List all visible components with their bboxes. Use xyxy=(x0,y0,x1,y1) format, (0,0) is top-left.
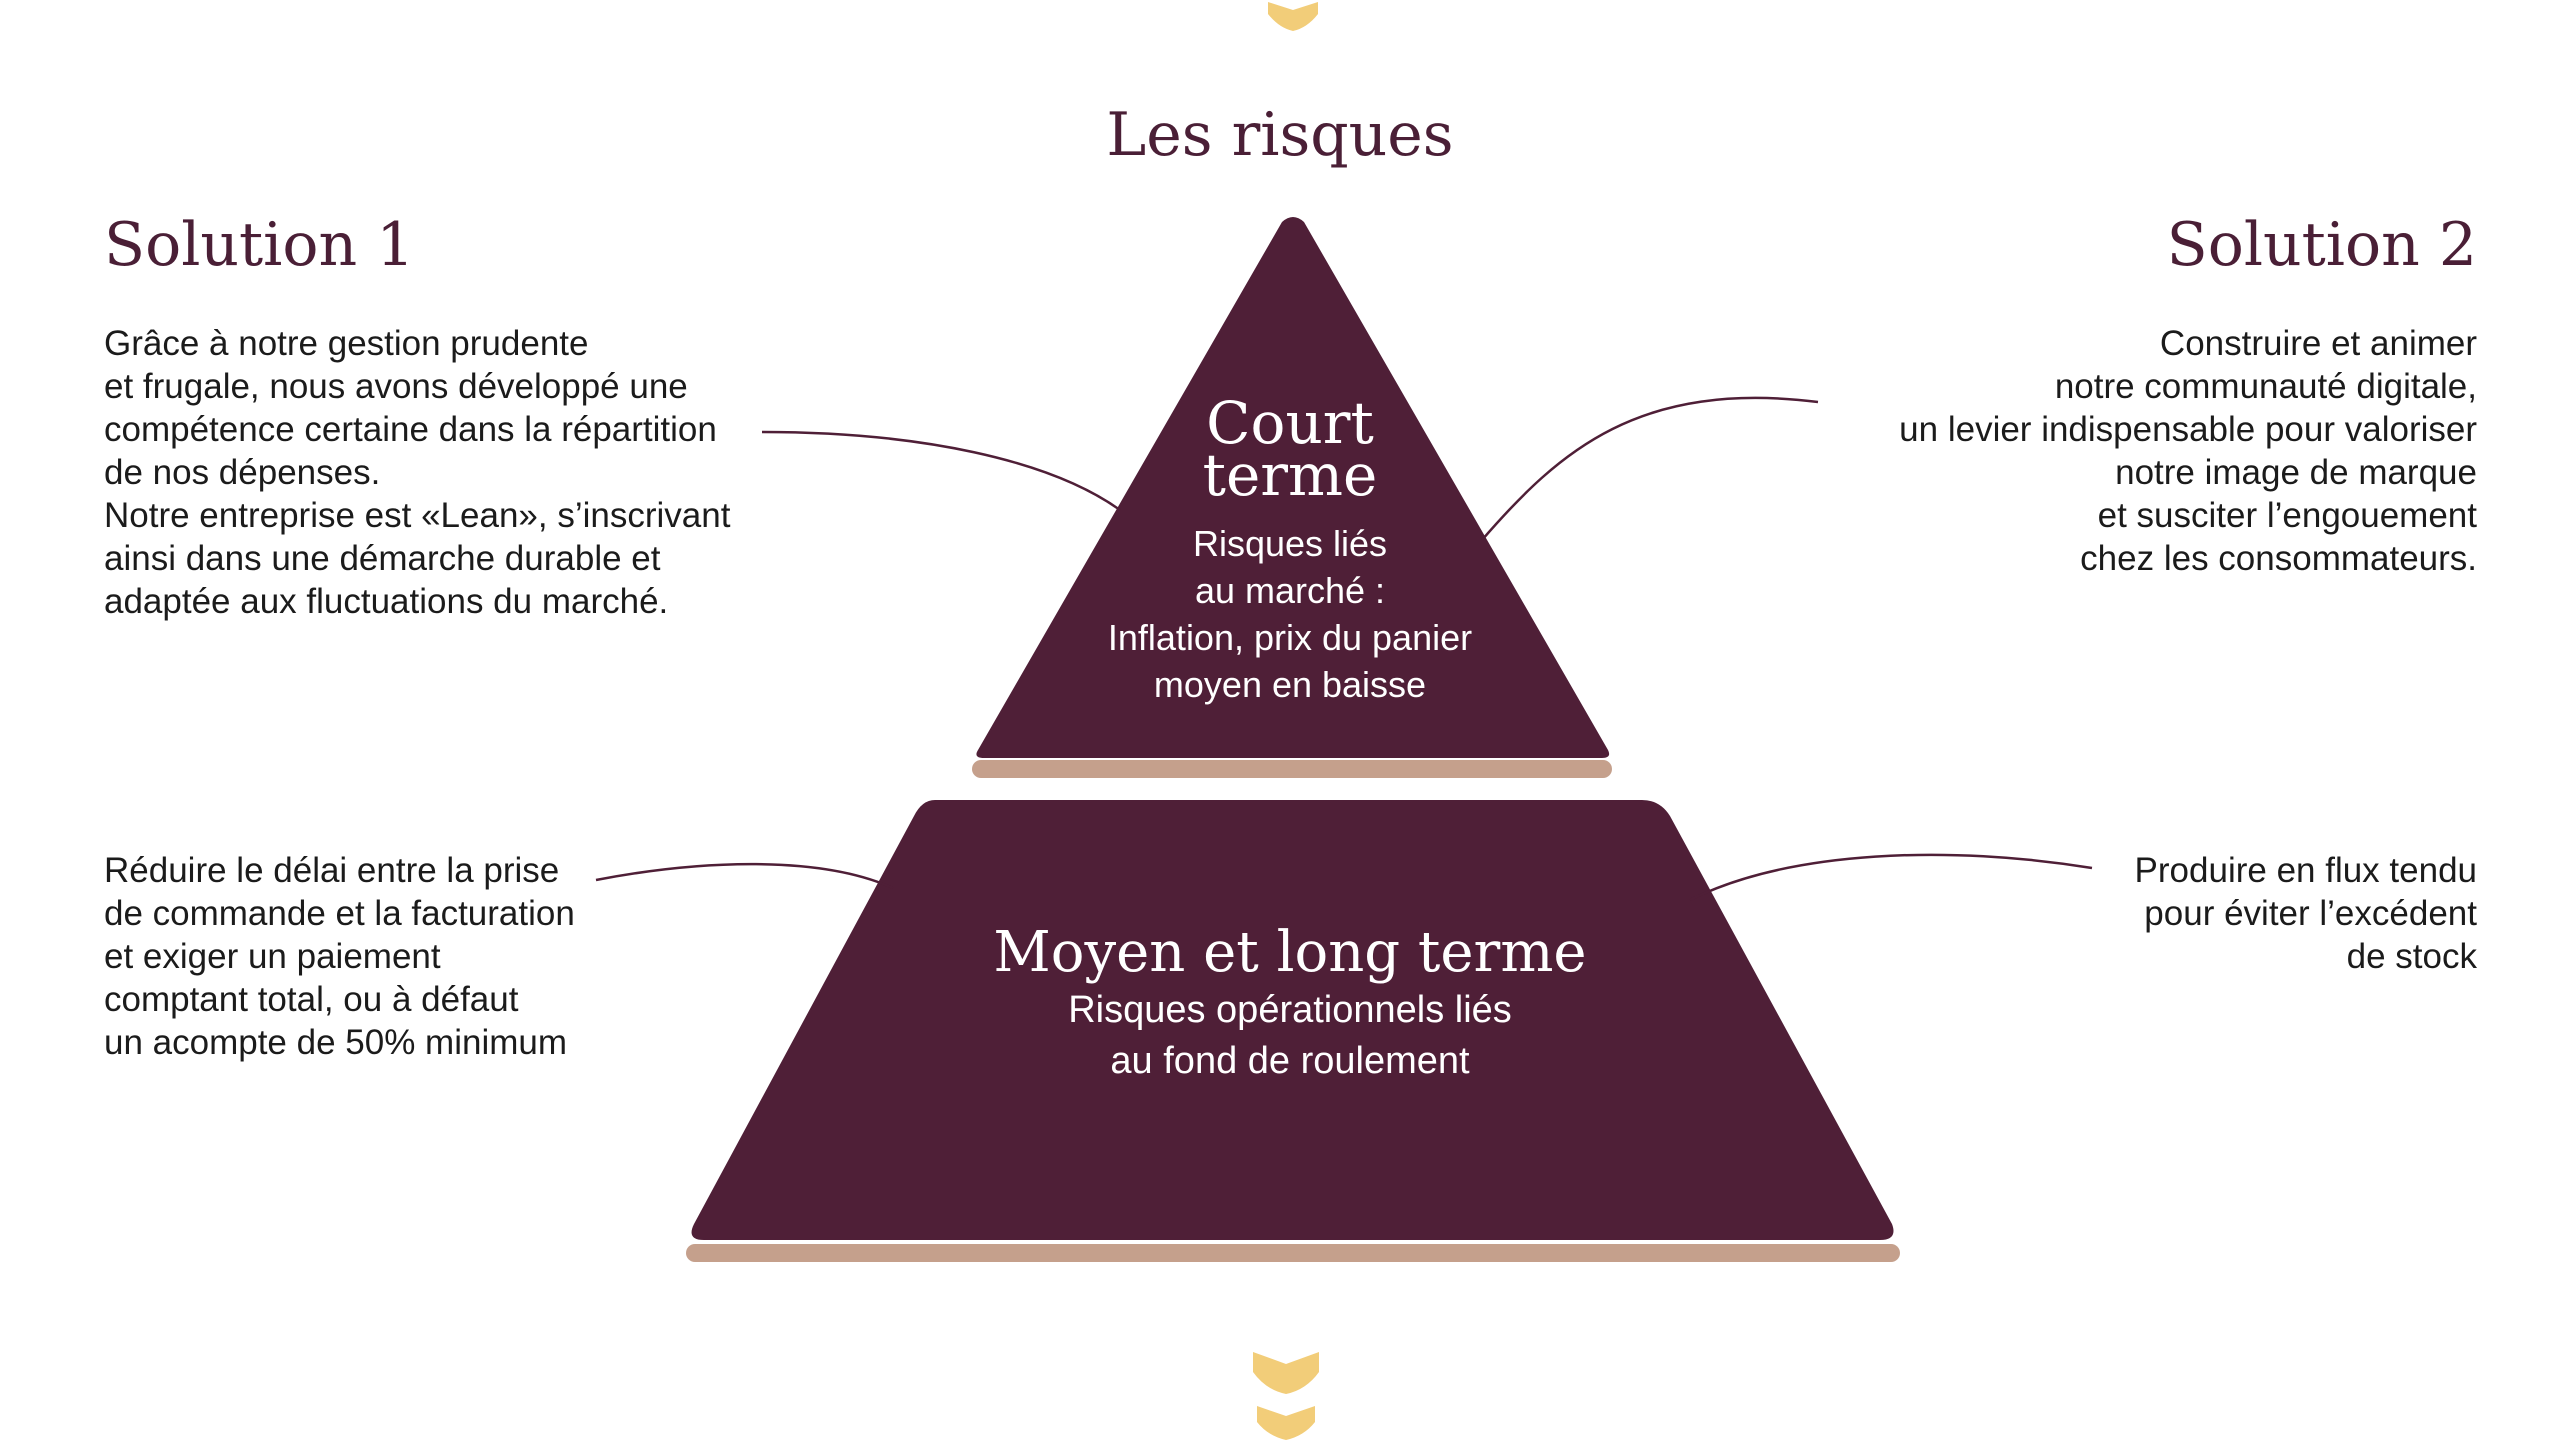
top-tier-base xyxy=(972,760,1612,778)
right-bottom-text: Produire en flux tendu pour éviter l’exc… xyxy=(2135,849,2477,978)
connector-line-solution1 xyxy=(761,430,1121,512)
medium-long-term-description: Risques opérationnels liés au fond de ro… xyxy=(930,985,1650,1087)
solution1-line: compétence certaine dans la répartition xyxy=(104,410,717,449)
solution1-line: Notre entreprise est «Lean», s’inscrivan… xyxy=(104,496,731,535)
medium-long-term-desc-line: Risques opérationnels liés xyxy=(1068,989,1512,1031)
short-term-desc-line: Inflation, prix du panier xyxy=(1107,617,1473,658)
solution2-heading: Solution 2 xyxy=(2166,210,2477,280)
solution1-line: ainsi dans une démarche durable et xyxy=(104,539,661,578)
left-bottom-text: Réduire le délai entre la prise de comma… xyxy=(104,849,575,1064)
solution1-text: Grâce à notre gestion prudente et frugal… xyxy=(104,322,730,623)
connector-line-left-bottom xyxy=(595,862,894,890)
solution2-line: notre image de marque xyxy=(2115,453,2477,492)
left-bottom-line: et exiger un paiement xyxy=(104,937,441,976)
short-term-desc-line: Risques liés xyxy=(1192,523,1388,564)
solution2-line: un levier indispensable pour valoriser xyxy=(1899,410,2477,449)
right-bottom-line: Produire en flux tendu xyxy=(2134,851,2477,890)
page-title: Les risques xyxy=(1106,100,1454,170)
short-term-heading-line: terme xyxy=(1202,441,1378,509)
wheat-ornament-icon xyxy=(1257,1406,1315,1440)
medium-long-term-heading: Moyen et long terme xyxy=(993,920,1587,985)
right-bottom-line: pour éviter l’excédent xyxy=(2144,894,2477,933)
solution2-line: Construire et animer xyxy=(2159,324,2477,363)
connector-line-solution2 xyxy=(1481,396,1819,541)
solution2-line: et susciter l’engouement xyxy=(2097,496,2477,535)
short-term-desc-line: moyen en baisse xyxy=(1153,664,1427,705)
solution1-heading: Solution 1 xyxy=(104,210,415,280)
left-bottom-line: de commande et la facturation xyxy=(104,894,575,933)
medium-long-term-desc-line: au fond de roulement xyxy=(1110,1040,1470,1082)
short-term-heading-line: Court xyxy=(1206,389,1374,457)
solution2-line: notre communauté digitale, xyxy=(2054,367,2477,406)
left-bottom-line: comptant total, ou à défaut xyxy=(104,980,519,1019)
solution2-line: chez les consommateurs. xyxy=(2080,539,2477,578)
solution1-line: de nos dépenses. xyxy=(104,453,381,492)
solution1-line: et frugale, nous avons développé une xyxy=(104,367,688,406)
left-bottom-line: un acompte de 50% minimum xyxy=(104,1023,567,1062)
solution1-line: adaptée aux fluctuations du marché. xyxy=(104,582,669,621)
bottom-tier-base xyxy=(686,1244,1900,1262)
medium-long-term-tier xyxy=(691,800,1894,1240)
short-term-heading: Court terme xyxy=(1070,389,1510,509)
wheat-ornament-icon xyxy=(1268,2,1318,31)
short-term-tier xyxy=(976,217,1610,758)
solution2-text: Construire et animer notre communauté di… xyxy=(1899,322,2477,580)
left-bottom-line: Réduire le délai entre la prise xyxy=(104,851,560,890)
short-term-description: Risques liés au marché : Inflation, prix… xyxy=(1040,520,1540,708)
wheat-ornament-icon xyxy=(1253,1352,1319,1394)
solution1-line: Grâce à notre gestion prudente xyxy=(104,324,589,363)
connector-line-right-bottom xyxy=(1689,853,2093,902)
short-term-desc-line: au marché : xyxy=(1194,570,1386,611)
right-bottom-line: de stock xyxy=(2346,937,2477,976)
